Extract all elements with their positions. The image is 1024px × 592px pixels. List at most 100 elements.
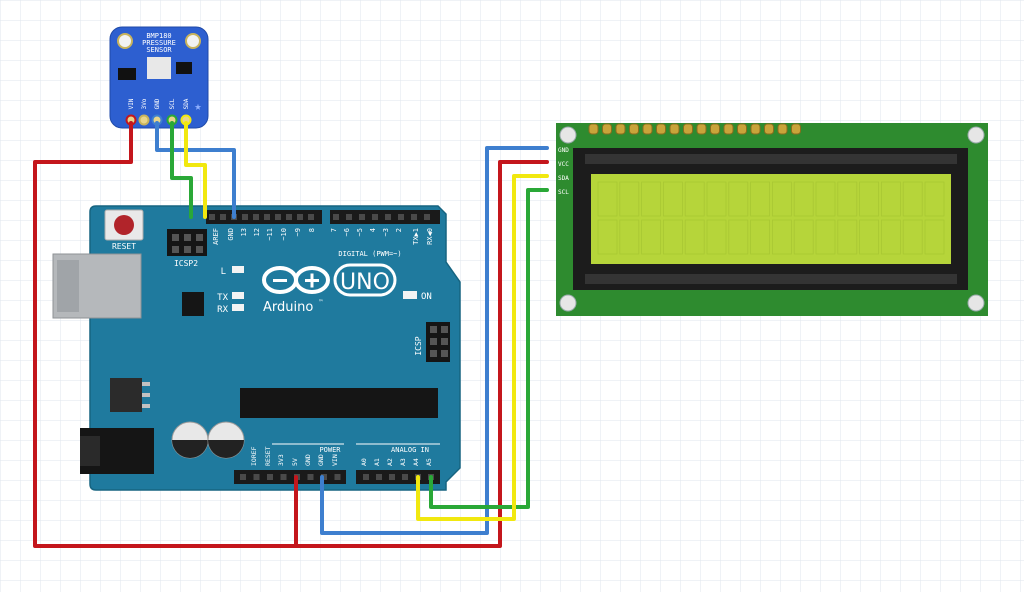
lcd-bezel-bar: [585, 274, 957, 284]
power-pin-label: 5V: [291, 458, 299, 466]
digital-pin-label: 4: [369, 228, 377, 232]
header-hole: [402, 474, 408, 480]
lcd-header-pin: [696, 123, 707, 135]
digital-pin-label: ~6: [343, 228, 351, 236]
lcd-pin-sda: SDA: [558, 175, 569, 182]
led-on: [403, 291, 417, 299]
mount-hole: [185, 33, 201, 49]
sensor-subtitle-1: PRESSURE: [142, 39, 176, 47]
sensor-pin-label: SDA: [183, 98, 190, 109]
power-label: POWER: [319, 446, 341, 454]
digital-pin-label: ~9: [294, 228, 302, 236]
trademark: ™: [319, 299, 323, 306]
lcd-char-cell: [924, 219, 945, 255]
header-hole: [346, 214, 352, 220]
lcd-header-pin: [615, 123, 626, 135]
header-hole: [385, 214, 391, 220]
sensor-pin-label: GND: [154, 98, 161, 109]
wire-sda-yellow: [184, 121, 207, 219]
header-hole: [280, 474, 287, 480]
lcd-header-pin: [683, 123, 693, 135]
sensor-chip: [147, 57, 171, 79]
header-hole: [307, 474, 314, 480]
arduino-uno-board: RESET ICSP2 ICSP L TX RX ON UNO Arduino …: [52, 205, 461, 491]
star-icon: ★: [194, 99, 201, 113]
analog-pin-label: A0: [360, 458, 368, 466]
capacitor-band: [172, 440, 208, 458]
led-tx-label: TX: [217, 293, 228, 303]
wires: [33, 121, 549, 548]
uno-badge: [333, 263, 397, 297]
lcd-char-cell: [859, 181, 879, 217]
icsp-pin: [441, 350, 448, 357]
header-hole: [264, 214, 270, 220]
header-hole: [333, 214, 339, 220]
reset-button-cap[interactable]: [114, 215, 134, 235]
digital-pin-label: 7: [330, 228, 338, 232]
lcd-char-cell: [728, 181, 749, 217]
analog-label: ANALOG IN: [391, 446, 429, 454]
model-label: UNO: [340, 270, 390, 295]
lcd-char-cell: [597, 181, 618, 217]
lcd-header-pin: [669, 123, 680, 135]
digital-pin-label: ~10: [280, 228, 288, 241]
analog-pin-label: A2: [386, 458, 394, 466]
icsp2-pin: [172, 246, 179, 253]
lcd-header-pin: [710, 123, 720, 135]
lcd-pin-scl: SCL: [558, 189, 569, 196]
header-hole: [308, 214, 314, 220]
header-hole: [334, 474, 341, 480]
header-hole: [398, 214, 404, 220]
lcd-header-pin: [777, 123, 788, 135]
icsp-pin: [430, 338, 437, 345]
usb-chip: [182, 292, 204, 316]
lcd-char-cell: [619, 219, 640, 255]
lcd-header-pin: [642, 123, 653, 135]
lcd-character-grid: [597, 181, 945, 255]
led-l-label: L: [221, 267, 226, 277]
header-hole: [363, 474, 369, 480]
icsp2-pin: [172, 234, 179, 241]
regulator-pin: [142, 393, 150, 397]
on-label: ON: [421, 292, 432, 302]
lcd-header-pin: [750, 123, 761, 135]
lcd-char-cell: [684, 181, 705, 217]
lcd-char-cell: [902, 181, 923, 217]
lcd-char-cell: [706, 181, 727, 217]
header-hole: [286, 214, 292, 220]
icsp2-pin: [196, 246, 203, 253]
lcd-char-cell: [793, 181, 814, 217]
lcd-screen: [591, 174, 951, 264]
header-hole: [220, 214, 226, 220]
digital-pin-label: ~5: [356, 228, 364, 236]
lcd-char-cell: [597, 219, 618, 255]
icsp-pin: [430, 326, 437, 333]
lcd-header-pin: [764, 123, 774, 135]
sensor-pin-label: 3Vo: [141, 98, 148, 109]
led-tx: [232, 292, 244, 299]
lcd-header-pin: [656, 123, 666, 135]
icsp2-pin: [196, 234, 203, 241]
header-hole: [242, 214, 248, 220]
lcd-header-pin: [791, 123, 801, 135]
digital-pin-label: ~11: [266, 228, 274, 241]
digital-pin-label: 13: [240, 228, 248, 236]
lcd-header-pin: [723, 123, 734, 135]
digital-pin-label: ~3: [382, 228, 390, 236]
lcd-header-pin: [602, 123, 612, 135]
regulator-pin: [142, 382, 150, 386]
capacitor-band: [208, 440, 244, 458]
led-l: [232, 266, 244, 273]
icsp2-pin: [184, 234, 191, 241]
header-hole: [253, 474, 260, 480]
reset-label: RESET: [112, 242, 136, 251]
header-hole: [240, 474, 246, 480]
sensor-pin-pad: [138, 114, 150, 126]
voltage-regulator: [110, 378, 142, 412]
power-header: [234, 470, 346, 484]
lcd-char-cell: [772, 219, 792, 255]
power-jack-detail: [80, 436, 100, 466]
